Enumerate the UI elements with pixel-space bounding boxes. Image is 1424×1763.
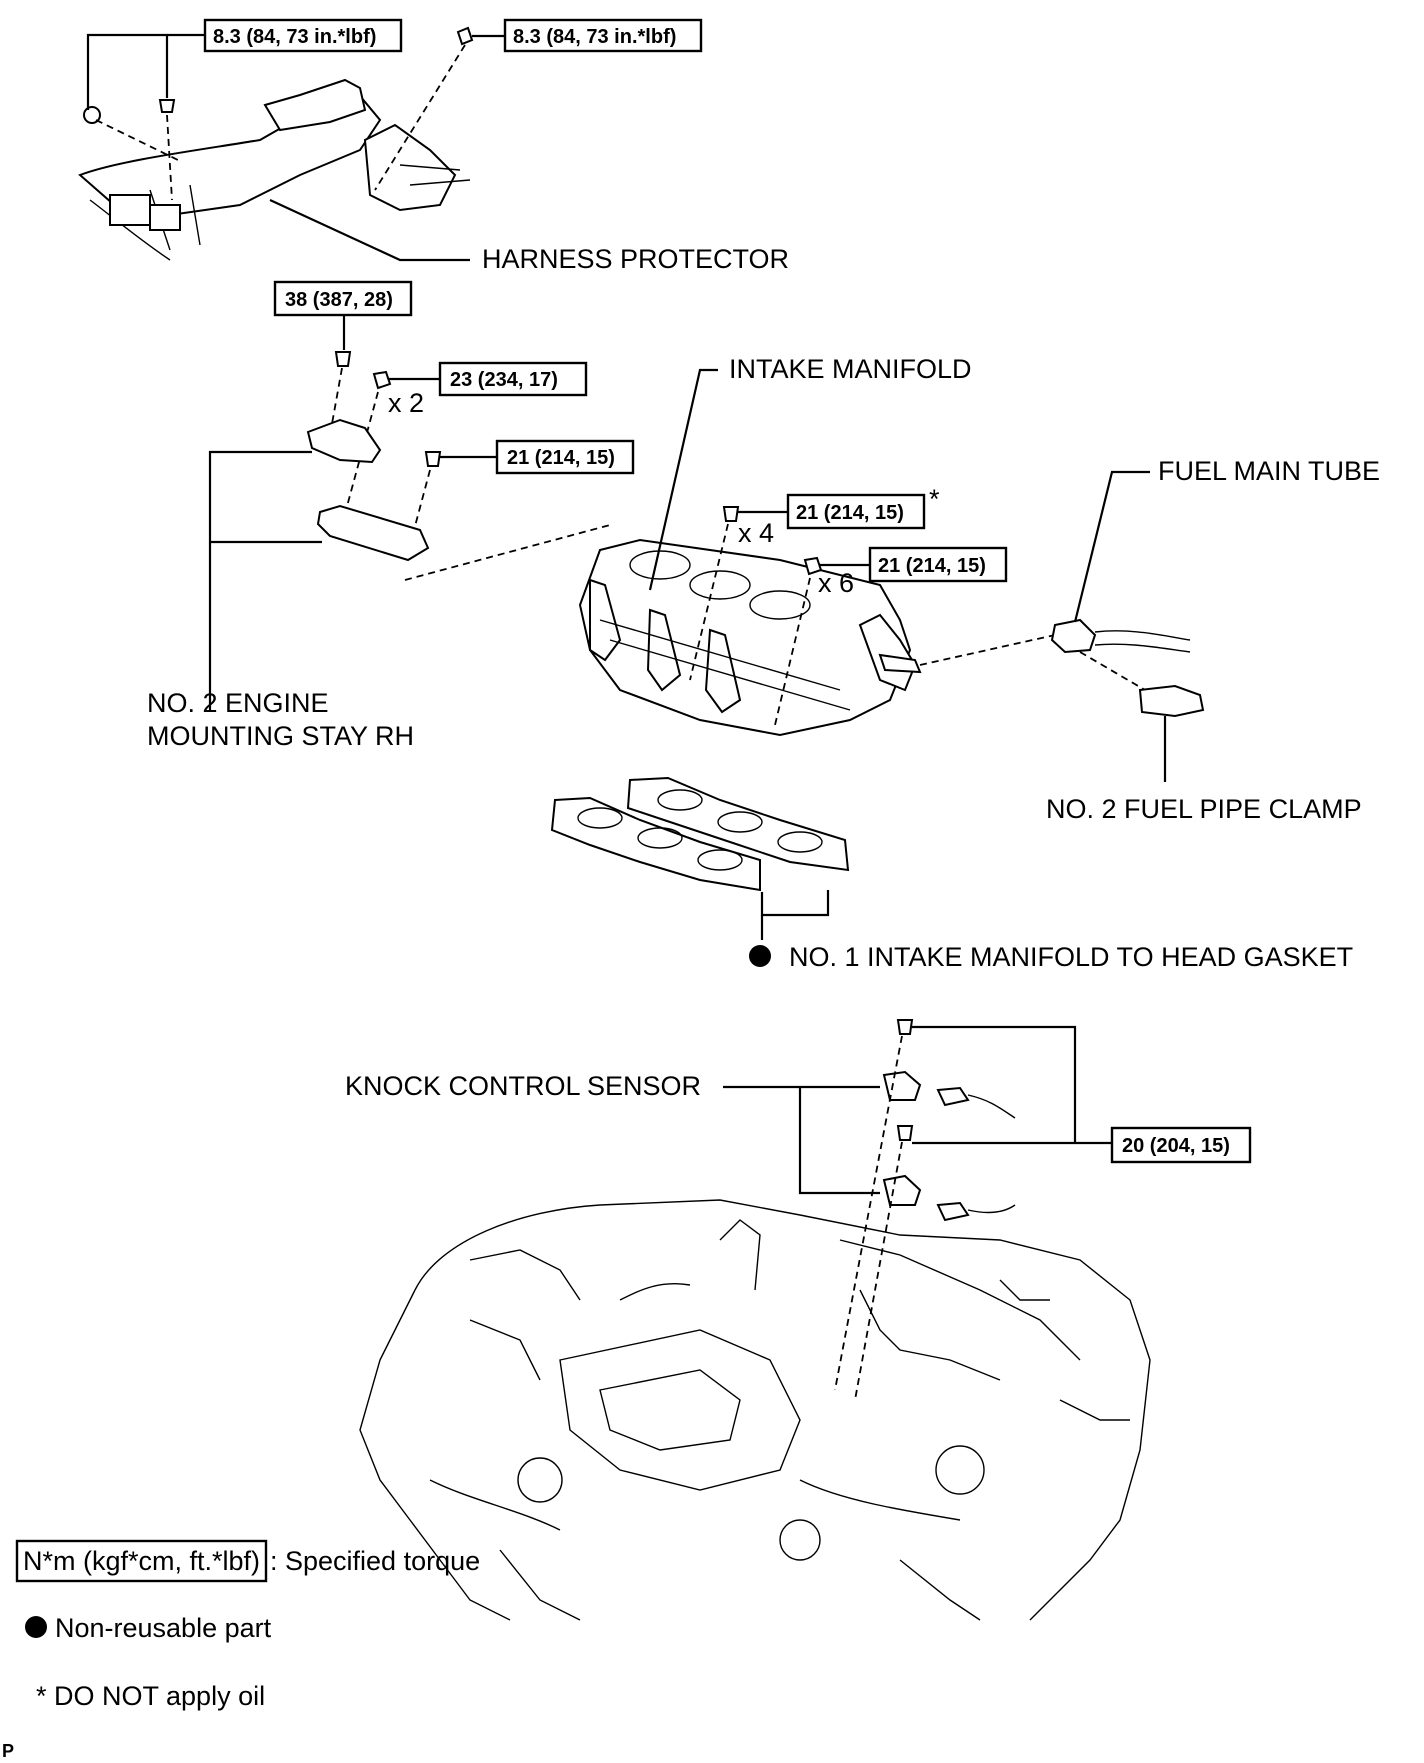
torque-value: 8.3 (84, 73 in.*lbf) — [513, 26, 676, 48]
stay-nut-quantity: x 2 — [388, 388, 424, 418]
fuel-main-tube-illustration — [1050, 618, 1191, 654]
bolt-icon — [424, 451, 442, 467]
gasket-label: NO. 1 INTAKE MANIFOLD TO HEAD GASKET — [789, 942, 1353, 972]
harness-protector-illustration — [78, 26, 474, 261]
gasket-leader — [760, 890, 830, 917]
torque-box-stay-bolt2: 21 (214, 15) — [495, 439, 635, 475]
legend-torque-unit: N*m (kgf*cm, ft.*lbf) — [23, 1546, 260, 1576]
nut-icon — [803, 556, 823, 576]
fuel-pipe-clamp-illustration — [1138, 684, 1205, 718]
manifold-nut-quantity: x 6 — [818, 568, 854, 598]
legend-torque-desc: : Specified torque — [270, 1546, 480, 1576]
bolt-icon — [896, 1125, 914, 1141]
torque-value: 8.3 (84, 73 in.*lbf) — [213, 26, 376, 48]
no2-fuel-pipe-clamp-label: NO. 2 FUEL PIPE CLAMP — [1046, 794, 1362, 824]
asterisk-mark: * — [929, 484, 940, 514]
torque-box-manifold-nut: 21 (214, 15) — [868, 546, 1008, 583]
torque-value: 21 (214, 15) — [878, 555, 986, 577]
torque-value: 20 (204, 15) — [1122, 1135, 1230, 1157]
fuel-main-tube-leader — [1073, 470, 1150, 623]
intake-manifold-leader — [648, 368, 718, 591]
harness-protector-leader — [269, 199, 470, 262]
harness-protector-label: HARNESS PROTECTOR — [482, 244, 789, 274]
torque-box-stay-bolt: 38 (387, 28) — [273, 280, 413, 317]
no2-engine-mounting-stay-label-line1: NO. 2 ENGINE — [147, 688, 329, 718]
torque-box-manifold-bolt: 21 (214, 15) — [786, 493, 926, 530]
stay-bracket-illustration — [306, 418, 430, 562]
torque-value: 21 (214, 15) — [796, 502, 904, 524]
corner-mark: P — [2, 1741, 14, 1761]
no2-engine-mounting-stay-label-line2: MOUNTING STAY RH — [147, 721, 414, 751]
knock-sensor-leader — [798, 1087, 880, 1195]
intake-manifold-label: INTAKE MANIFOLD — [729, 354, 972, 384]
bolt-icon — [334, 351, 352, 367]
torque-value: 38 (387, 28) — [285, 289, 393, 311]
bolt-icon — [722, 506, 740, 522]
torque-box-stay-nut: 23 (234, 17) — [438, 361, 588, 397]
torque-value: 21 (214, 15) — [507, 447, 615, 469]
non-reusable-icon — [749, 945, 771, 967]
legend-non-reusable-text: Non-reusable part — [55, 1613, 272, 1643]
legend-no-oil: * DO NOT apply oil — [36, 1681, 265, 1711]
engine-block-illustration — [359, 1199, 1151, 1621]
non-reusable-icon — [25, 1616, 47, 1638]
torque-value: 23 (234, 17) — [450, 369, 558, 391]
legend-torque: N*m (kgf*cm, ft.*lbf) : Specified torque — [15, 1539, 480, 1583]
harness-left-leader — [86, 33, 205, 110]
nut-icon — [372, 370, 392, 390]
knock-sensor-upper — [882, 1070, 1016, 1119]
torque-box-knock-sensor: 20 (204, 15) — [1110, 1126, 1252, 1164]
gasket-illustration — [550, 776, 850, 892]
torque-box-harness-left: 8.3 (84, 73 in.*lbf) — [203, 18, 403, 53]
stay-leader — [208, 450, 312, 712]
knock-sensor-label: KNOCK CONTROL SENSOR — [345, 1071, 701, 1101]
manifold-bolt-quantity: x 4 — [738, 518, 774, 548]
legend-non-reusable: Non-reusable part — [25, 1613, 272, 1643]
torque-box-harness-right: 8.3 (84, 73 in.*lbf) — [503, 18, 703, 53]
fuel-main-tube-label: FUEL MAIN TUBE — [1158, 456, 1380, 486]
intake-manifold-illustration — [578, 538, 922, 737]
knock-sensor-lower — [882, 1174, 1016, 1222]
bolt-icon — [896, 1019, 914, 1035]
